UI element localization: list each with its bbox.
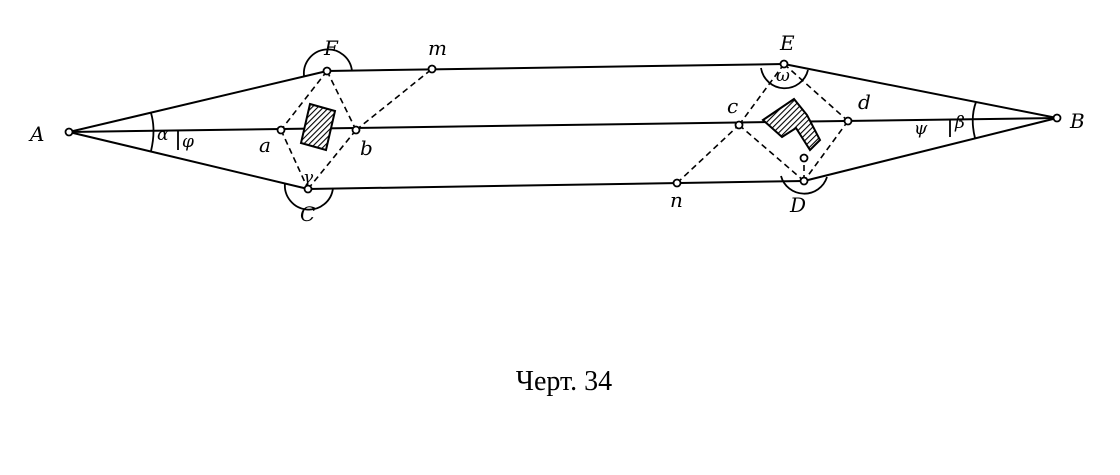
point-m-marker	[427, 64, 437, 74]
arc-angle-D	[780, 175, 828, 195]
label-F: F	[323, 36, 339, 60]
dash-d-D	[803, 120, 849, 182]
point-d-marker	[843, 116, 853, 126]
obstacle-l-shape	[761, 97, 822, 152]
label-B: B	[1069, 109, 1085, 133]
dash-b-m	[355, 68, 433, 131]
line-C-D	[307, 180, 805, 190]
line-A-B	[68, 117, 1058, 133]
arc-angle-gamma	[284, 182, 334, 211]
label-n: n	[670, 188, 683, 212]
dash-C-b	[307, 129, 357, 190]
dash-F-a	[280, 70, 328, 131]
dash-c-E	[738, 63, 785, 126]
line-A-F	[68, 70, 328, 133]
label-alpha: α	[157, 125, 169, 145]
label-E: E	[779, 31, 795, 55]
point-F-marker	[322, 66, 332, 76]
dash-E-d	[783, 63, 849, 122]
line-F-E	[326, 63, 785, 72]
label-b: b	[360, 136, 373, 160]
dash-F-b	[326, 70, 357, 131]
point-D-marker	[799, 176, 809, 186]
label-a: a	[259, 133, 271, 157]
point-n-marker	[672, 178, 682, 188]
point-B-marker	[1052, 113, 1062, 123]
label-C: C	[300, 202, 315, 226]
point-c-marker	[734, 120, 744, 130]
point-aux-marker	[799, 153, 809, 163]
point-a-marker	[276, 125, 286, 135]
line-D-B	[803, 117, 1058, 182]
label-psi: ψ	[914, 119, 928, 139]
arc-angle-alpha	[150, 112, 155, 152]
dash-n-c	[676, 124, 740, 184]
point-b-marker	[351, 125, 361, 135]
arc-angle-F	[303, 48, 353, 77]
point-C-marker	[303, 184, 313, 194]
label-gamma: γ	[303, 168, 314, 188]
arc-angle-omega	[760, 67, 809, 90]
label-d: d	[858, 90, 871, 114]
label-phi: φ	[182, 132, 194, 152]
label-D: D	[789, 193, 806, 217]
line-E-B	[783, 63, 1058, 119]
label-c: c	[727, 94, 738, 118]
arc-angle-beta	[971, 101, 977, 139]
label-beta: β	[954, 113, 965, 133]
dash-a-C	[280, 129, 309, 190]
dash-c-D	[738, 124, 805, 182]
label-A: A	[28, 122, 44, 146]
point-A-marker	[64, 127, 74, 137]
figure-caption: Черт. 34	[516, 366, 612, 397]
line-A-C	[68, 131, 309, 190]
label-omega: ω	[776, 66, 790, 86]
point-E-marker	[779, 59, 789, 69]
label-m: m	[428, 36, 447, 60]
obstacle-rectangle	[299, 102, 337, 152]
